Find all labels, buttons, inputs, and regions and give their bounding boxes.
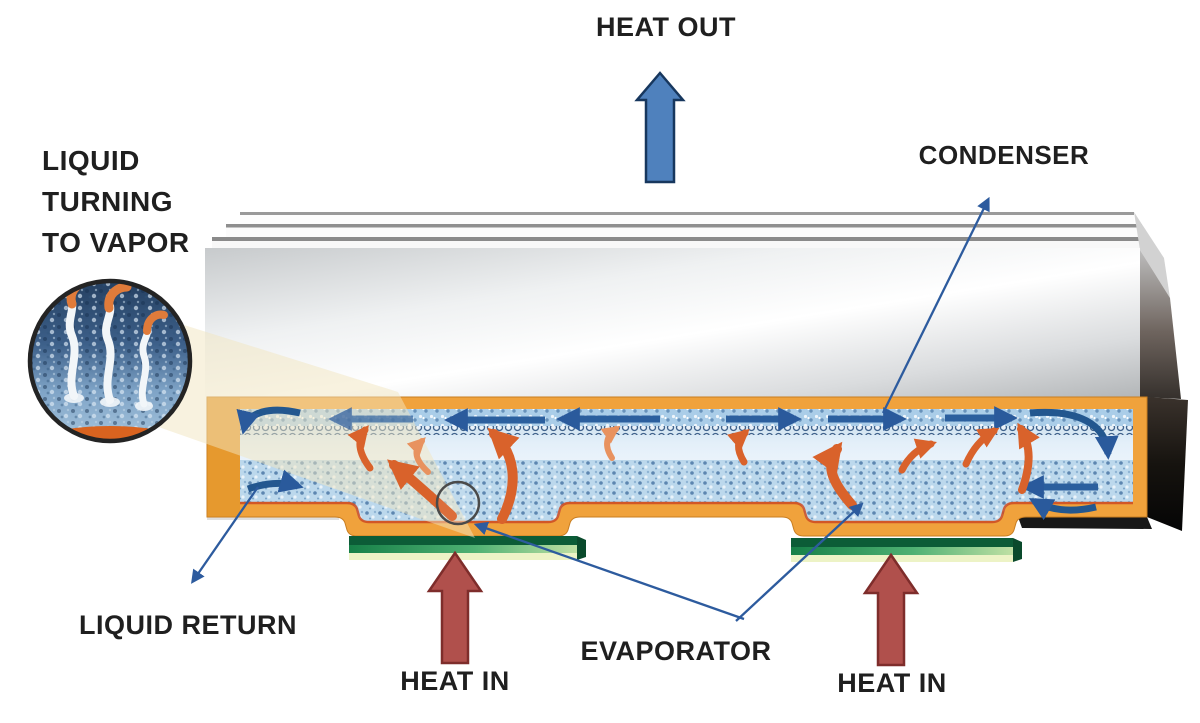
label-liquid-turning-line3: TO VAPOR bbox=[42, 227, 190, 258]
inset-vapor-streams bbox=[64, 281, 168, 411]
chamber-side-face bbox=[1147, 397, 1188, 531]
label-heat-out: HEAT OUT bbox=[596, 12, 736, 42]
evaporator-pointer-line-left bbox=[473, 521, 745, 621]
heat-in-arrow-right bbox=[862, 552, 920, 667]
left-uturn-arrow bbox=[236, 406, 301, 435]
label-heat-in-left: HEAT IN bbox=[400, 666, 510, 696]
heat-out-arrow bbox=[634, 71, 686, 184]
evaporator-highlight-circle bbox=[435, 480, 481, 526]
chamber-bottom-shadow bbox=[1018, 517, 1152, 529]
heatsink-side-face bbox=[1140, 250, 1181, 399]
pointer-lines bbox=[191, 196, 990, 622]
heat-in-arrow-left bbox=[426, 550, 484, 665]
pcb-strip-right bbox=[791, 538, 1022, 562]
liquid-return-pointer-line bbox=[191, 486, 259, 584]
evaporator-pointer-line-right bbox=[735, 502, 864, 622]
label-liquid-turning-line2: TURNING bbox=[42, 186, 174, 217]
label-condenser: CONDENSER bbox=[918, 140, 1090, 170]
wick-bead-row bbox=[240, 426, 1133, 435]
bottom-wick bbox=[240, 460, 1133, 521]
interior-bottom-seam bbox=[240, 501, 1133, 524]
liquid-arrow-bottom-right-2 bbox=[1028, 497, 1097, 521]
plate-corner-bevel bbox=[1134, 212, 1170, 298]
inset-circle-outline bbox=[27, 278, 193, 444]
heatsink-base-block bbox=[205, 248, 1140, 397]
label-heat-in-right: HEAT IN bbox=[837, 668, 947, 698]
liquid-to-vapor-inset-circle bbox=[27, 278, 193, 444]
liquid-arrow-bottom-left bbox=[246, 469, 304, 493]
right-uturn-arrow bbox=[1029, 408, 1119, 460]
heatsink-plate-layers bbox=[212, 212, 1170, 298]
label-liquid-turning-to-vapor: LIQUID TURNING TO VAPOR bbox=[42, 140, 302, 263]
vapor-flow-arrows bbox=[236, 406, 1119, 521]
pcb-strip-left bbox=[349, 536, 586, 560]
chamber-bottom-shadow-left bbox=[207, 517, 339, 520]
heatsink-fin-stack bbox=[205, 212, 1181, 399]
vapor-rise-arrows bbox=[347, 422, 1040, 524]
condenser-pointer-line bbox=[881, 196, 990, 414]
label-liquid-return: LIQUID RETURN bbox=[79, 610, 297, 640]
label-liquid-turning-line1: LIQUID bbox=[42, 145, 140, 176]
label-evaporator: EVAPORATOR bbox=[580, 636, 772, 666]
